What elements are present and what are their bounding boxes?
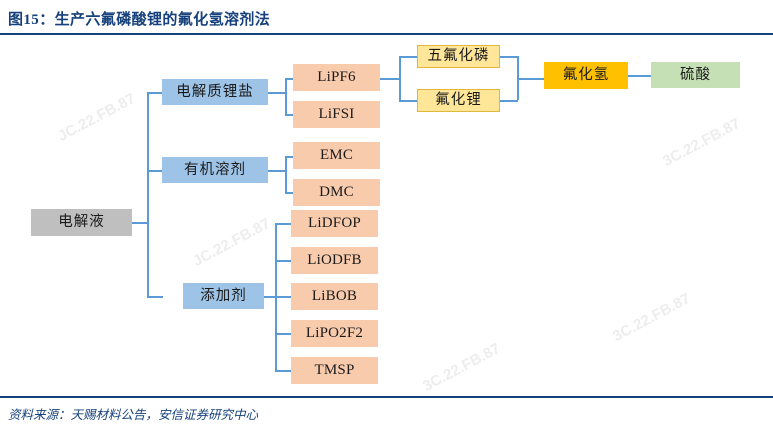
- connector-additive-item-2: [275, 296, 291, 298]
- connector-additive-item-4: [275, 370, 291, 372]
- connector-salt-spine: [285, 78, 287, 114]
- figure-title: 图15：生产六氟磷酸锂的氟化氢溶剂法: [8, 12, 271, 28]
- node-solvent-emc[interactable]: EMC: [293, 142, 380, 169]
- watermark: 3C.22.FB.87: [610, 290, 694, 346]
- connector-intermediate-in-0: [399, 56, 417, 58]
- connector-additive-stub: [264, 296, 276, 298]
- watermark: 3C.22.FB.87: [660, 115, 744, 171]
- node-additive-liodfb[interactable]: LiODFB: [291, 247, 378, 274]
- connector-intermediate-out-0: [500, 56, 518, 58]
- watermark: JC.22.FB.87: [55, 90, 139, 146]
- node-category-lithium-salt[interactable]: 电解质锂盐: [162, 79, 268, 105]
- connector-trunk-cat2: [147, 170, 163, 172]
- figure-source: 资料来源：天赐材料公告，安信证券研究中心: [8, 408, 259, 422]
- connector-trunk-cat3: [147, 296, 163, 298]
- connector-solvent-item-0: [285, 156, 293, 158]
- connector-solvent-stub: [268, 170, 285, 172]
- header-divider: [0, 33, 773, 35]
- connector-root-stub: [132, 222, 148, 224]
- node-additive-lidfop[interactable]: LiDFOP: [291, 210, 378, 237]
- node-additive-libob[interactable]: LiBOB: [291, 283, 378, 310]
- connector-additive-item-0: [275, 223, 291, 225]
- connector-intermediate-out-1: [500, 100, 518, 102]
- node-intermediate-phosphorus-pentafluoride[interactable]: 五氟化磷: [417, 45, 500, 68]
- node-category-organic-solvent[interactable]: 有机溶剂: [162, 157, 268, 183]
- node-salt-lifsi[interactable]: LiFSI: [293, 101, 380, 128]
- connector-salt-item-1: [285, 114, 293, 116]
- watermark: JC.22.FB.87: [190, 215, 274, 271]
- node-root-electrolyte[interactable]: 电解液: [31, 209, 132, 236]
- connector-solvent-spine: [285, 156, 287, 192]
- node-reagent-hydrogen-fluoride[interactable]: 氟化氢: [544, 62, 628, 89]
- connector-lipf6-out: [380, 78, 400, 80]
- node-intermediate-lithium-fluoride[interactable]: 氟化锂: [417, 89, 500, 112]
- connector-intermediate-in-1: [399, 100, 417, 102]
- connector-solvent-item-1: [285, 192, 293, 194]
- node-solvent-dmc[interactable]: DMC: [293, 179, 380, 206]
- node-precursor-sulfuric-acid[interactable]: 硫酸: [651, 62, 740, 88]
- connector-salt-stub: [268, 92, 285, 94]
- watermark: 3C.22.FB.87: [420, 340, 504, 396]
- connector-trunk: [147, 92, 149, 297]
- connector-intermediate-spine-left: [399, 56, 401, 100]
- connector-additive-item-1: [275, 260, 291, 262]
- connector-trunk-cat1: [147, 92, 163, 94]
- connector-hf-in: [517, 78, 544, 80]
- connector-salt-item-0: [285, 78, 293, 80]
- node-salt-lipf6[interactable]: LiPF6: [293, 64, 380, 91]
- connector-additive-item-3: [275, 333, 291, 335]
- node-additive-lipo2f2[interactable]: LiPO2F2: [291, 320, 378, 347]
- connector-hf-to-h2so4: [628, 75, 652, 77]
- node-category-additive[interactable]: 添加剂: [183, 283, 264, 309]
- node-additive-tmsp[interactable]: TMSP: [291, 357, 378, 384]
- footer-divider: [0, 396, 773, 398]
